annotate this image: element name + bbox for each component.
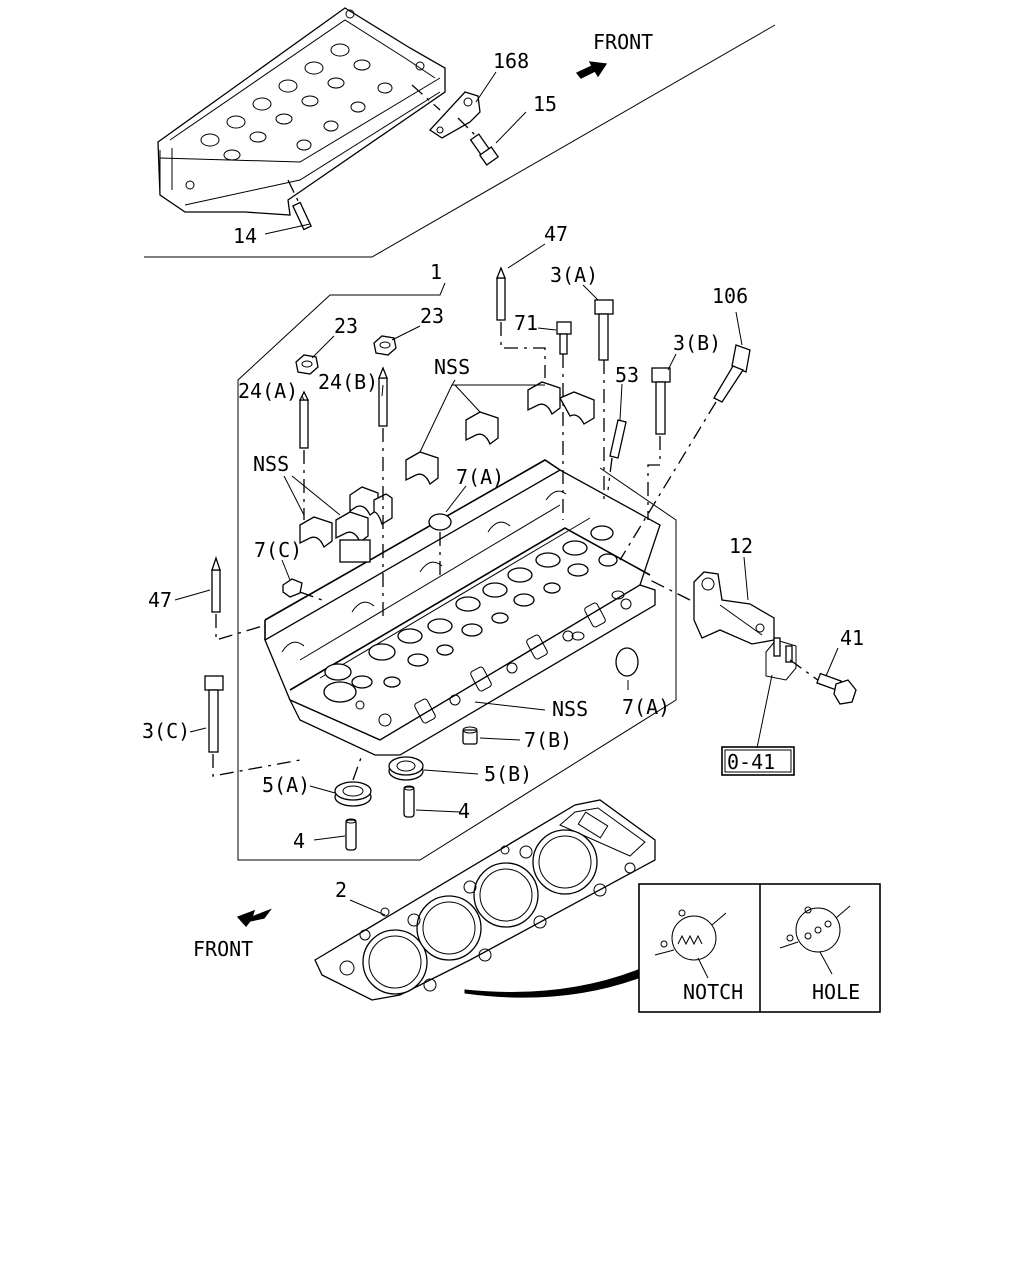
label-15: 15: [533, 92, 557, 116]
detail-box: NOTCH HOLE: [638, 883, 881, 1013]
label-2: 2: [335, 878, 347, 902]
label-5b: 5(B): [484, 762, 532, 786]
stud-24a: [298, 390, 310, 520]
nut-23-right: [373, 335, 397, 356]
cam-cap-left-lower: [299, 511, 371, 563]
plug-7b: [462, 726, 478, 745]
detail-pointer: [464, 969, 639, 998]
bolt-15: [457, 117, 500, 166]
label-12: 12: [729, 534, 753, 558]
plug-7c: [282, 578, 323, 601]
label-3a: 3(A): [550, 263, 598, 287]
bolt-3a: [594, 299, 614, 500]
label-24b: 24(B): [318, 370, 378, 394]
plug-7a-lower: [615, 647, 639, 677]
label-ref-0-41: 0-41: [727, 750, 775, 774]
label-23-left: 23: [334, 314, 358, 338]
nut-23-left: [295, 354, 319, 375]
bolt-106: [619, 344, 751, 561]
label-1: 1: [430, 260, 442, 284]
label-168: 168: [493, 49, 529, 73]
bracket-12: [649, 571, 775, 645]
label-7a-bottom: 7(A): [622, 695, 670, 719]
label-notch: NOTCH: [683, 980, 743, 1004]
bolt-41: [789, 659, 857, 705]
bolt-3c: [204, 675, 301, 777]
label-53: 53: [615, 363, 639, 387]
label-3b: 3(B): [673, 331, 721, 355]
inset-cylinder-head-drawing: [157, 7, 446, 216]
label-24a: 24(A): [238, 379, 298, 403]
valve-ports: [324, 525, 618, 689]
dowel-4-right: [403, 785, 415, 818]
cylinder-head-body: [264, 459, 661, 756]
label-71: 71: [514, 311, 538, 335]
callout-labels: 47 3(A) 106 23 23 71 3(B) 24(A) 24(B) NS…: [142, 222, 864, 853]
label-41: 41: [840, 626, 864, 650]
front-face-ports: [323, 590, 632, 727]
label-front-top: FRONT: [593, 30, 653, 54]
inset-separator-line: [144, 24, 776, 258]
label-23-right: 23: [420, 304, 444, 328]
cam-cap-right: [527, 381, 595, 425]
label-hole: HOLE: [812, 980, 860, 1004]
label-47-top: 47: [544, 222, 568, 246]
camshaft-caps: [299, 381, 595, 563]
seal-5b: [388, 756, 424, 781]
label-7c: 7(C): [254, 538, 302, 562]
label-14: 14: [233, 224, 257, 248]
notch-detail-drawing: NOTCH: [654, 909, 743, 1004]
label-5a: 5(A): [262, 773, 310, 797]
head-gasket-2: [314, 799, 656, 1001]
label-nss-left: NSS: [253, 452, 289, 476]
label-nss-bottom: NSS: [552, 697, 588, 721]
stud-14: [287, 179, 312, 231]
stud-47-top: [496, 266, 546, 378]
label-106: 106: [712, 284, 748, 308]
front-arrow-top: [575, 61, 608, 79]
cam-cap-right-middle: [465, 411, 499, 446]
assembly-1-boundary: [237, 282, 677, 861]
label-47-left: 47: [148, 588, 172, 612]
label-nss-top: NSS: [434, 355, 470, 379]
lifting-bracket-168: [411, 84, 481, 139]
top-inset: FRONT 168 15 14: [144, 7, 776, 258]
leader-lines: [174, 243, 839, 841]
front-arrow-bottom: [236, 908, 272, 928]
reference-box-0-41: 0-41: [721, 746, 795, 776]
label-7a-top: 7(A): [456, 465, 504, 489]
label-3c: 3(C): [142, 719, 190, 743]
bracket-stud-detail: [765, 637, 797, 681]
plug-7a-upper: [428, 513, 452, 580]
stud-24b: [378, 366, 388, 620]
seal-5a: [334, 754, 372, 807]
dowel-4-left: [345, 818, 357, 851]
cam-cap-middle: [405, 451, 439, 486]
stud-53: [607, 419, 627, 491]
hole-detail-drawing: HOLE: [779, 905, 860, 1004]
stud-47-left: [211, 555, 267, 641]
label-7b: 7(B): [524, 728, 572, 752]
bolt-71: [556, 321, 572, 520]
bolt-3b: [647, 367, 671, 520]
label-4-left: 4: [293, 829, 305, 853]
label-front-bottom: FRONT: [193, 937, 253, 961]
label-4-right: 4: [458, 799, 470, 823]
